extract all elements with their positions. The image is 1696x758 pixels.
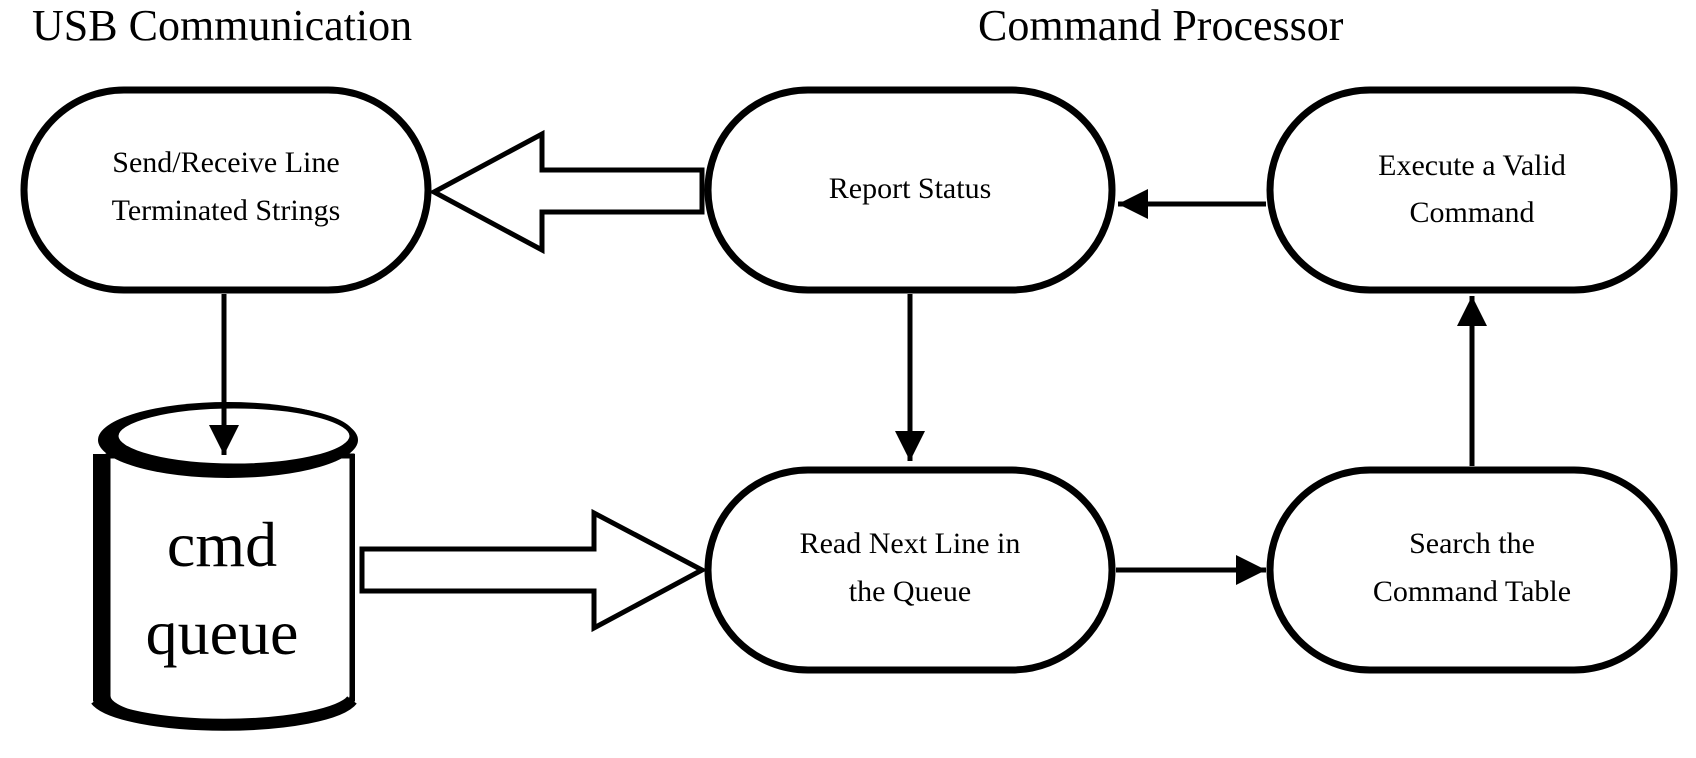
hollow-arrow-queue-to-read (359, 508, 708, 633)
node-send-receive: Send/Receive Line Terminated Strings (20, 86, 432, 294)
node-execute-command: Execute a Valid Command (1266, 86, 1678, 294)
heading-usb-communication: USB Communication (32, 1, 413, 50)
node-read-next-line: Read Next Line in the Queue (704, 466, 1116, 674)
node-send-receive-line1: Send/Receive Line (112, 146, 339, 179)
heading-command-processor: Command Processor (978, 1, 1344, 50)
node-send-receive-line2: Terminated Strings (112, 194, 341, 227)
hollow-arrow-report-to-usb (428, 129, 705, 255)
node-report-status-line1: Report Status (829, 172, 992, 205)
node-search-line2: Command Table (1373, 575, 1571, 608)
node-read-next-line2: the Queue (849, 575, 971, 608)
node-search-table: Search the Command Table (1266, 466, 1678, 674)
node-execute-line1: Execute a Valid (1378, 149, 1566, 182)
node-execute-line2: Command (1410, 196, 1535, 229)
node-read-next-line1: Read Next Line in (800, 527, 1021, 560)
node-search-line1: Search the (1409, 527, 1535, 560)
cmd-queue-cylinder-icon: cmd queue (91, 402, 358, 731)
cmd-queue-line1: cmd (167, 509, 277, 580)
cmd-queue-line2: queue (146, 597, 299, 668)
node-report-status: Report Status (704, 86, 1116, 294)
